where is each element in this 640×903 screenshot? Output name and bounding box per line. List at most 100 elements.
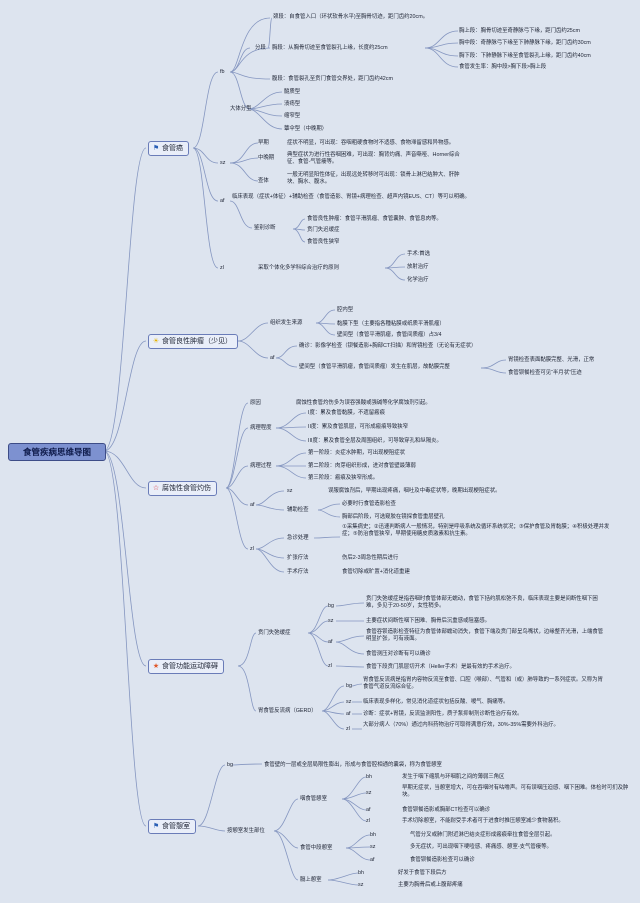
list-item: II度：累及食管肌层，可形成瘢痕导致狭窄 xyxy=(308,424,409,430)
list-item: 溃疡型 xyxy=(284,101,301,107)
node-text: 食管钡餐造影或胸部CT检查可以确诊 xyxy=(402,807,491,813)
list-item: III度：累及食管全层及周围组织，可导致穿孔和纵隔炎。 xyxy=(308,438,442,444)
node-text: 主要症状间断性咽下困难、胸骨后沉重感或阻塞感。 xyxy=(366,618,490,624)
list-item: 胸部后阶段，可选窥胶在镜探食管重层壁孔 xyxy=(342,514,445,520)
topic-label: 食管功能运动障碍 xyxy=(162,663,218,670)
node-label: 按憩室发生部位 xyxy=(227,828,265,834)
node-text: 早期无症状，当憩室增大，可在吞咽时有咕噜声。可有误咽压迫感、咽下困难。体检时可扪… xyxy=(402,785,629,798)
node-label: bg xyxy=(328,603,334,609)
node-label: 原因 xyxy=(250,400,261,406)
node-text: 临床表现多样化，常见消化道症状包括反酸、嗳气、胸痛等。 xyxy=(363,699,509,705)
list-item: 食管良性狭窄 xyxy=(307,239,340,245)
list-item: 必要时行食管造影检查 xyxy=(342,501,396,507)
node-text: 食管测压对诊断有可以确诊 xyxy=(366,651,431,657)
topic-motility-disorder[interactable]: ★食管功能运动障碍 xyxy=(148,659,224,674)
node-label: fb xyxy=(220,69,225,75)
node-text: 腐蚀性食管灼伤多为误吞强酸或强碱等化学腐蚀剂引起。 xyxy=(296,400,431,406)
node-label: sz xyxy=(370,844,376,850)
node-label: 食管中段憩室 xyxy=(300,845,333,851)
topic-esophageal-cancer[interactable]: ⚑食管癌 xyxy=(148,141,189,156)
node-label: 鉴别诊断 xyxy=(254,225,276,231)
node-text: 气管分叉或肺门附近淋巴结炎症形成瘢痕牵拉食管全层引起。 xyxy=(410,832,556,838)
node-label: af xyxy=(366,807,371,813)
node-text: 好发于食管下段后方 xyxy=(398,870,447,876)
list-item: 壁间型（食管平滑肌瘤，食管间质瘤）占3/4 xyxy=(337,332,442,338)
node-label: af xyxy=(250,502,255,508)
topic-label: 食管良性肿瘤（少见） xyxy=(162,338,232,345)
list-item: I度：累及食管黏膜，不遗留瘢痕 xyxy=(308,410,385,416)
node-label: bh xyxy=(366,774,372,780)
node-text: 食管钡餐检查可见“半月状”压迹 xyxy=(508,370,582,376)
node-label: 手术疗法 xyxy=(287,569,309,575)
star-outline-icon: ☆ xyxy=(152,485,160,492)
root-node[interactable]: 食管疾病思维导图 xyxy=(8,443,106,461)
node-label: af xyxy=(346,711,351,717)
node-label: sz xyxy=(287,488,293,494)
node-text: 食管下段贲门肌层切开术（Heller手术）是最有效的手术治疗。 xyxy=(366,664,515,670)
node-label: 膈上憩室 xyxy=(300,877,322,883)
node-label: 病理程度 xyxy=(250,425,272,431)
node-text: 确诊：影像学检查（钡餐造影+胸部CT扫描）和胃镜检查（无论有无症状） xyxy=(299,343,477,349)
list-item: 化学治疗 xyxy=(407,277,429,283)
node-text: 胸上段：胸骨切迹至奇静脉弓下缘，距门齿约25cm xyxy=(459,28,580,34)
node-label: bh xyxy=(370,832,376,838)
topic-diverticulum[interactable]: ⚑食管憩室 xyxy=(148,819,196,834)
node-text: 胃食管反流病是指胃内容物反流至食管、口腔（喉部）、气管和（或）肺导致的一系列症状… xyxy=(363,677,603,690)
topic-label: 食管憩室 xyxy=(162,823,190,830)
node-text: ①采集病史；②迅速判断病人一般情况，特别是呼吸系统及循环系统状况；③保护食管及胃… xyxy=(342,524,610,537)
node-text: 采取个体化多学科综合治疗的原则 xyxy=(258,265,339,271)
node-text: 胃镜检查表面黏膜完整、光滑，正常 xyxy=(508,357,595,363)
node-label: bg xyxy=(346,683,352,689)
node-label: 中晚期 xyxy=(258,155,275,161)
topic-label: 食管癌 xyxy=(162,145,183,152)
list-item: 贲门失迟缓症 xyxy=(307,227,340,233)
node-label: 病理过程 xyxy=(250,463,272,469)
list-item: 第三阶段：瘢痕及狭窄形成。 xyxy=(308,475,379,481)
node-label: 组织发生来源 xyxy=(270,320,303,326)
topic-label: 腐蚀性食管灼伤 xyxy=(162,485,211,492)
list-item: 第二阶段：肉芽组织形成，进对食管壁最薄弱 xyxy=(308,463,416,469)
list-item: 放射治疗 xyxy=(407,264,429,270)
node-text: 症状不明显，可出现：吞咽粗硬食物时不适感、食物滞留感和异物感。 xyxy=(287,140,455,146)
node-text: 腹段：食管裂孔至贲门食管交界处，距门齿约42cm xyxy=(272,76,393,82)
node-text: 多无症状，可出现咽下哽噎感、疼痛感、憩室-支气管瘘等。 xyxy=(410,844,552,850)
node-label: zl xyxy=(366,818,370,824)
node-label: sz xyxy=(346,699,352,705)
node-text: 手术切除憩室，不能耐受手术者可于进食时推压憩室减少食物潴积。 xyxy=(402,818,564,824)
node-text: 食管吞钡造影检查特征为食管体部蠕动消失，食管下端及贲门部呈鸟嘴状，边缘整齐光滑，… xyxy=(366,629,604,642)
list-item: 髓质型 xyxy=(284,89,301,95)
topic-benign-tumor[interactable]: ☀食管良性肿瘤（少见） xyxy=(148,334,238,349)
node-label: 贲门失弛缓症 xyxy=(258,630,291,636)
node-text: 误服腐蚀剂后，早期出现疼痛，咽吐及中毒症状等，晚期出现梗阻症状。 xyxy=(328,488,501,494)
node-label: zl xyxy=(346,726,350,732)
node-label: zl xyxy=(250,546,254,552)
node-text: 诊断：症状+胃镜，反流监测阳性，质子泵抑制剂诊断性治疗有效。 xyxy=(363,711,523,717)
node-text: 胸段：从胸骨切迹至食管裂孔上缘，长度约25cm xyxy=(272,45,388,51)
node-label: zl xyxy=(220,265,224,271)
node-label: bg xyxy=(227,762,233,768)
node-text: 食管钡餐造影检查可以确诊 xyxy=(410,857,475,863)
node-text: 伤后2-3周急性期后进行 xyxy=(342,555,399,561)
star-icon: ★ xyxy=(152,663,160,670)
node-text: 胸中段：奇静脉弓下缘至下肺静脉下缘，距门齿约30cm xyxy=(459,40,591,46)
node-label: bh xyxy=(358,870,364,876)
node-text: 发生于咽下缩肌与环咽肌之间的薄弱三角区 xyxy=(402,774,505,780)
node-label: 早期 xyxy=(258,140,269,146)
node-text: 一般无明显阳性体征，出现远处转移时可出现：锁骨上淋巴结肿大、肝肿块、胸水、腹水。 xyxy=(287,172,460,185)
node-text: 贲门失弛缓症是指吞咽时食管体部无蠕动，食管下括约肌松弛不良，临床表现主要是间断性… xyxy=(366,596,598,609)
node-label: zl xyxy=(328,663,332,669)
list-item: 黏膜下型（主要指各種粘膜或纸质平滑肌瘤） xyxy=(337,321,445,327)
list-item: 腔内型 xyxy=(337,307,354,313)
topic-corrosive-burn[interactable]: ☆腐蚀性食管灼伤 xyxy=(148,481,217,496)
node-label: 大体分型 xyxy=(230,106,252,112)
node-label: 急诊处理 xyxy=(287,535,309,541)
sun-icon: ☀ xyxy=(152,338,160,345)
node-text: 食管发生率：胸中段>胸下段>胸上段 xyxy=(459,64,547,70)
node-label: 扩张疗法 xyxy=(287,555,309,561)
list-item: 手术:首选 xyxy=(407,251,431,257)
list-item: 食管良性肿瘤：食管平滑肌瘤、食管囊肿、食管息肉等。 xyxy=(307,216,442,222)
node-text: 食管壁的一层或全层局限性膨出，形成与食管腔相通的囊袋，称为食管憩室 xyxy=(264,762,442,768)
node-label: af xyxy=(220,198,225,204)
node-label: 分段 xyxy=(255,45,266,51)
